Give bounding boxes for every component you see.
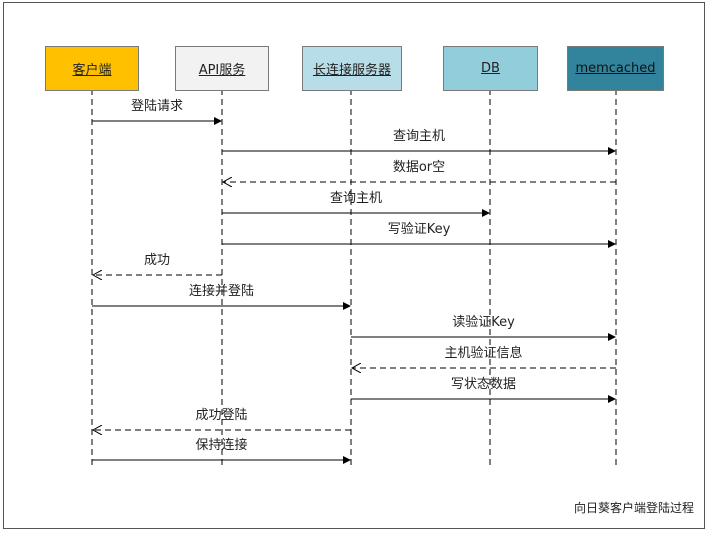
message-label: 成功登陆 bbox=[195, 408, 248, 423]
message-label: 写状态数据 bbox=[450, 377, 517, 392]
message-label: 主机验证信息 bbox=[444, 346, 523, 361]
diagram-caption: 向日葵客户端登陆过程 bbox=[573, 501, 694, 515]
message-label: 成功 bbox=[143, 253, 171, 268]
participant-client: 客户端 bbox=[45, 46, 139, 91]
message-label: 数据or空 bbox=[392, 160, 446, 175]
message-label: 读验证Key bbox=[452, 315, 515, 330]
sequence-diagram bbox=[91, 89, 617, 469]
message-label: 查询主机 bbox=[392, 129, 446, 144]
participant-db: DB bbox=[443, 46, 538, 91]
message-label: 写验证Key bbox=[387, 222, 451, 237]
participant-api-service: API服务 bbox=[175, 46, 269, 91]
message-label: 登陆请求 bbox=[130, 99, 184, 114]
message-label: 连接并登陆 bbox=[188, 284, 255, 299]
participant-memcached: memcached bbox=[567, 46, 664, 91]
diagram-frame: 客户端 API服务 长连接服务器 DB memcached 登陆请求查询主机数据… bbox=[3, 2, 705, 529]
participant-long-connection-server: 长连接服务器 bbox=[302, 46, 402, 91]
message-label: 查询主机 bbox=[329, 191, 383, 206]
message-label: 保持连接 bbox=[195, 438, 248, 453]
